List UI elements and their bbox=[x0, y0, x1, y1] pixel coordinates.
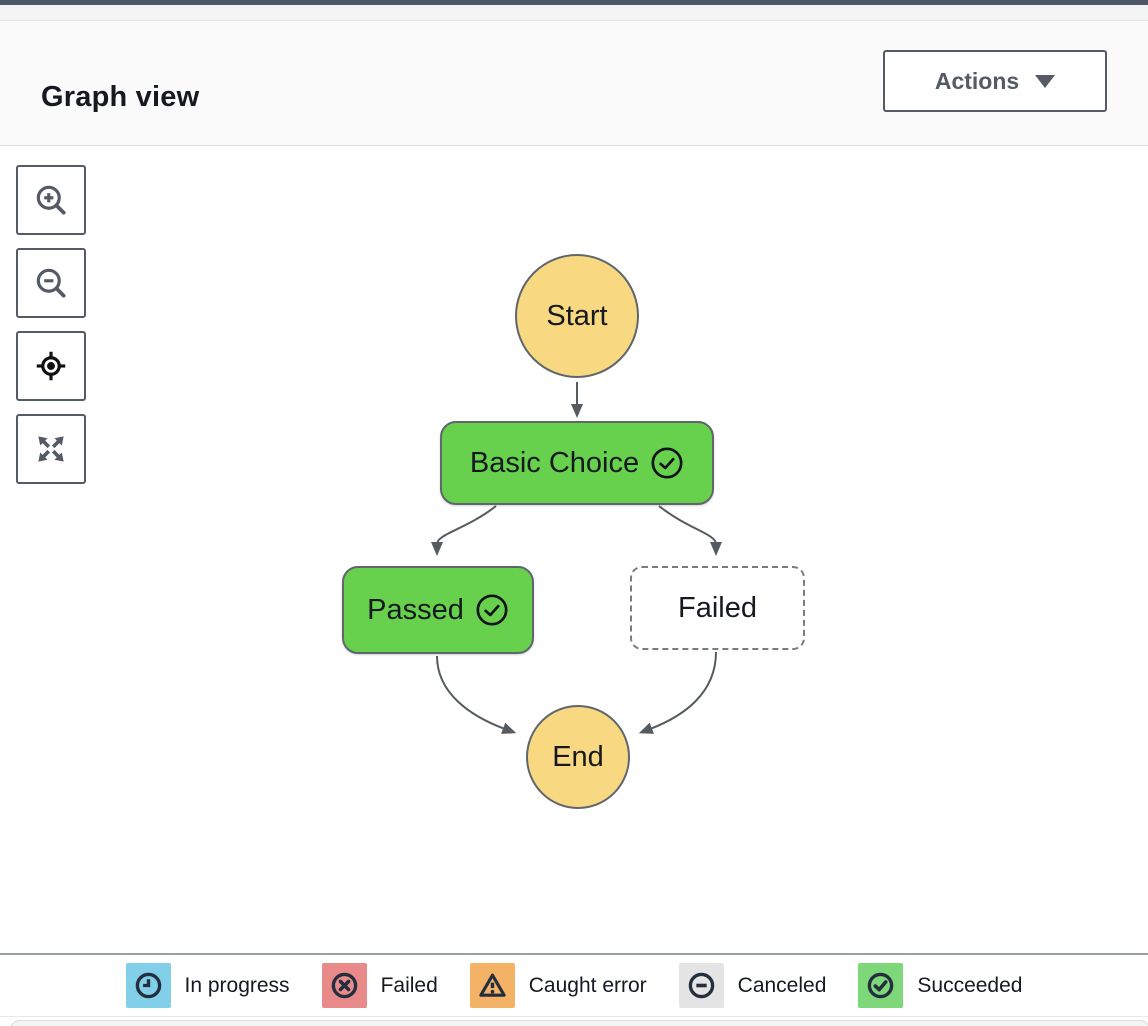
graph-node-end[interactable]: End bbox=[526, 705, 630, 809]
next-panel-edge bbox=[10, 1020, 1148, 1026]
legend-item-failed: Failed bbox=[321, 963, 438, 1008]
node-label: Failed bbox=[678, 591, 757, 624]
legend-label: Canceled bbox=[737, 973, 827, 997]
legend-item-succeeded: Succeeded bbox=[858, 963, 1022, 1008]
legend-label: Failed bbox=[380, 973, 438, 997]
zoom-out-button[interactable] bbox=[16, 248, 86, 318]
actions-button-label: Actions bbox=[934, 67, 1020, 94]
node-label: Start bbox=[546, 299, 608, 332]
zoom-in-button[interactable] bbox=[16, 165, 86, 235]
graph-canvas[interactable]: Start Basic Choice Passed Failed bbox=[0, 146, 1148, 953]
fit-to-view-button[interactable] bbox=[16, 414, 86, 484]
circle-check-icon bbox=[650, 446, 684, 480]
legend-item-canceled: Canceled bbox=[678, 963, 827, 1008]
zoom-controls bbox=[16, 165, 86, 484]
page-background-strip bbox=[0, 5, 1148, 21]
circle-x-icon bbox=[321, 963, 367, 1008]
legend-item-caught-error: Caught error bbox=[469, 963, 647, 1008]
graph-node-failed[interactable]: Failed bbox=[630, 566, 805, 650]
actions-button[interactable]: Actions bbox=[883, 50, 1107, 112]
graph-edges bbox=[431, 382, 722, 734]
legend-item-in-progress: In progress bbox=[125, 963, 290, 1008]
zoom-out-icon bbox=[36, 268, 66, 298]
zoom-in-icon bbox=[36, 185, 66, 215]
legend-label: In progress bbox=[184, 973, 290, 997]
graph-node-start[interactable]: Start bbox=[515, 254, 639, 378]
top-nav-bar bbox=[0, 0, 1148, 5]
node-label: Passed bbox=[367, 593, 464, 626]
circle-check-icon bbox=[475, 593, 509, 627]
clock-icon bbox=[125, 963, 171, 1008]
expand-arrows-icon bbox=[38, 436, 64, 462]
graph-node-basic-choice[interactable]: Basic Choice bbox=[440, 421, 714, 505]
panel-header: Graph view Actions bbox=[0, 21, 1148, 146]
center-graph-button[interactable] bbox=[16, 331, 86, 401]
circle-check-icon bbox=[858, 963, 904, 1008]
crosshair-target-icon bbox=[36, 351, 66, 381]
warning-triangle-icon bbox=[469, 963, 515, 1008]
graph-node-passed[interactable]: Passed bbox=[342, 566, 534, 654]
chevron-down-icon bbox=[1035, 74, 1056, 88]
page-title: Graph view bbox=[41, 81, 200, 113]
legend-label: Succeeded bbox=[917, 973, 1023, 997]
status-legend: In progress Failed Caught error bbox=[0, 953, 1148, 1016]
legend-label: Caught error bbox=[528, 973, 647, 997]
node-label: Basic Choice bbox=[469, 446, 640, 479]
node-label: End bbox=[552, 740, 604, 773]
circle-minus-icon bbox=[678, 963, 724, 1008]
